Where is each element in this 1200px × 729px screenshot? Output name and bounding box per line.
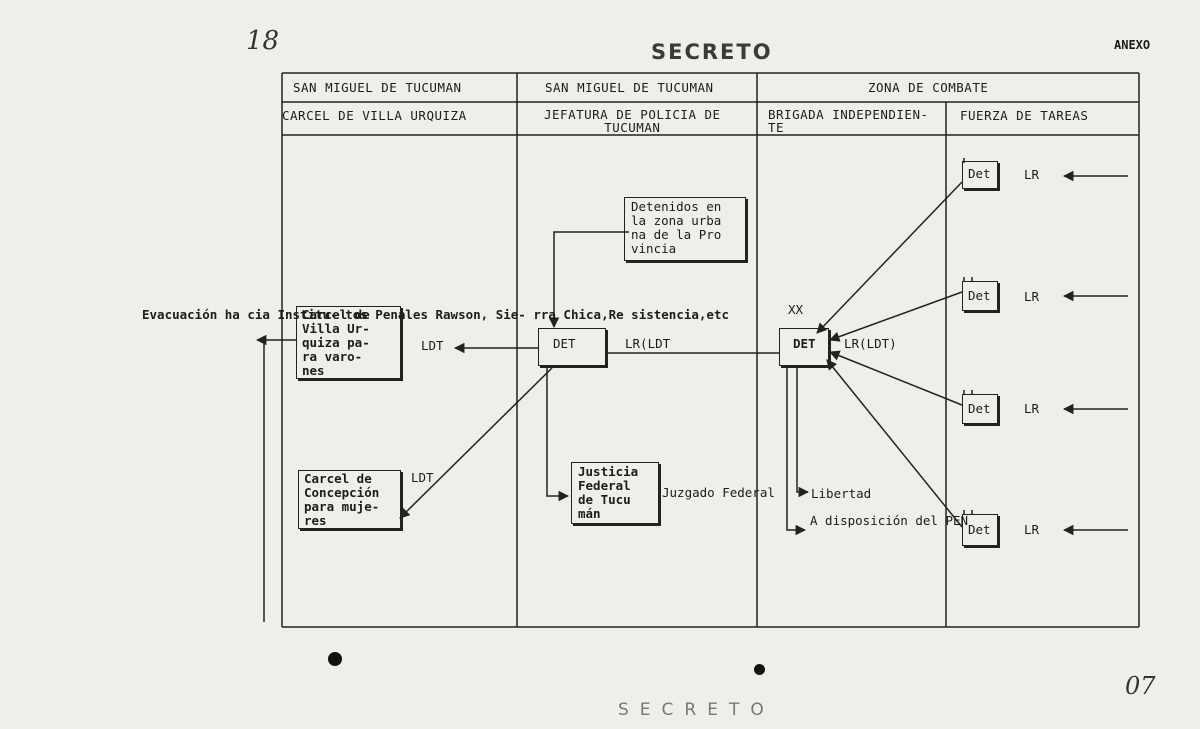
annex-label: ANEXO [1114,38,1151,52]
label-ldt-villa-urquiza: LDT [421,338,444,353]
unit-header-carcel: CARCEL DE VILLA URQUIZA [282,108,467,123]
ft-det-label-3: Det [968,401,991,416]
ft-det-box-1: Det [962,161,998,189]
evacuation-note: Evacuación ha cia Institu- tos Penales R… [142,307,729,322]
lr-label-2: LR [1024,289,1040,304]
region-header-1: SAN MIGUEL DE TUCUMAN [293,80,462,95]
region-header-3: ZONA DE COMBATE [868,80,989,95]
brigada-symbol-xx: XX [788,302,804,317]
libertad-label: Libertad [811,486,872,501]
justicia-federal-box: Justicia Federal de Tucu mán [571,462,659,524]
jefatura-det-box: DET [538,328,606,366]
detenidos-zona-urbana-box: Detenidos en la zona urba na de la Pro v… [624,197,746,261]
lr-label-3: LR [1024,401,1040,416]
juzgado-federal-label: Juzgado Federal [662,485,775,500]
ft-det-label-1: Det [968,166,991,181]
label-lr-ldt-left: LR(LDT [625,336,671,351]
carcel-villa-urquiza-box: Carcel de Villa Ur- quiza pa- ra varo- n… [296,306,401,379]
ft-det-label-4: Det [968,522,991,537]
lr-label-4: LR [1024,522,1040,537]
label-lr-ldt-right: LR(LDT) [844,336,897,351]
handwritten-page-number: 18 [246,26,280,56]
punch-hole-top [328,652,342,666]
unit-header-fuerza: FUERZA DE TAREAS [960,108,1089,123]
ft-det-box-4: Det [962,514,998,546]
handwritten-folio: 07 [1125,672,1156,700]
carcel-concepcion-box: Carcel de Concepción para muje- res [298,470,401,529]
secret-stamp-top: SECRETO [651,40,773,64]
brigada-det-box: DET [779,328,829,366]
ft-det-box-2: Det [962,281,998,311]
jefatura-det-label: DET [553,336,576,351]
a-disposicion-label: A disposición del PEN [810,513,969,528]
lr-label-1: LR [1024,167,1040,182]
region-header-2: SAN MIGUEL DE TUCUMAN [545,80,714,95]
ft-det-box-3: Det [962,394,998,424]
unit-header-brigada: BRIGADA INDEPENDIEN- TE [768,107,929,135]
label-ldt-concepcion: LDT [411,470,434,485]
punch-hole-bottom [754,664,765,675]
unit-header-jefatura: JEFATURA DE POLICIA DE TUCUMAN [544,107,721,135]
brigada-det-label: DET [793,336,816,351]
secret-stamp-bottom: SECRETO [618,700,775,720]
ft-det-label-2: Det [968,288,991,303]
